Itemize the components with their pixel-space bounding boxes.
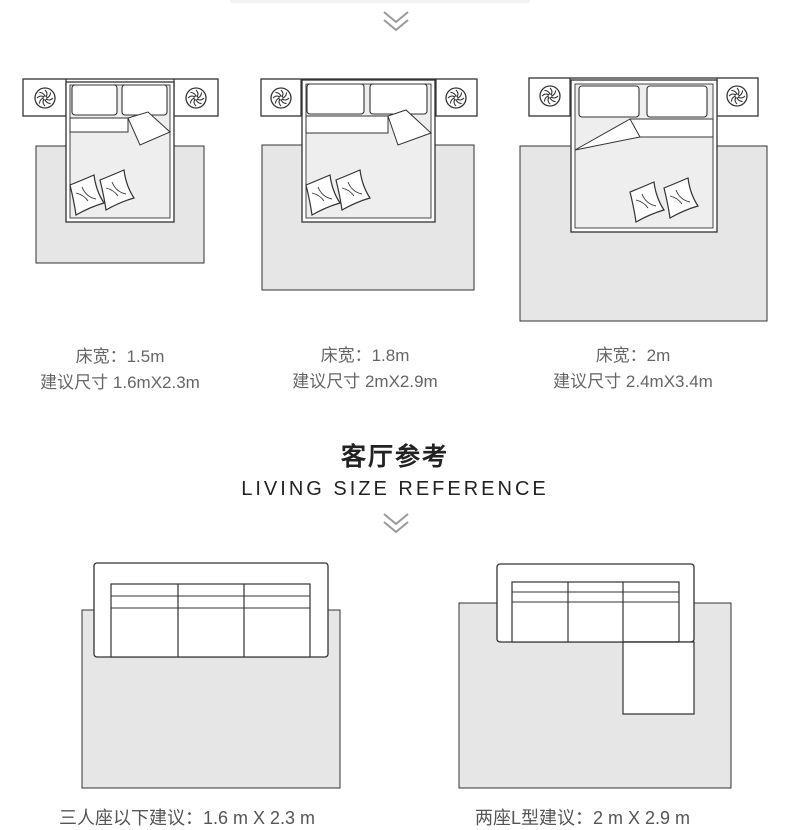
top-cropped-text bbox=[230, 0, 530, 3]
suggest-size-label: 建议尺寸 1.6mX2.3m bbox=[40, 373, 200, 392]
bed-2 bbox=[260, 78, 478, 291]
suggest-size-label: 建议尺寸 2.4mX3.4m bbox=[553, 372, 713, 391]
bedroom-illustrations bbox=[22, 77, 768, 322]
bed-caption-1: 床宽：1.5m 建议尺寸 1.6mX2.3m bbox=[30, 344, 210, 396]
bed-1 bbox=[22, 78, 219, 264]
sofa-l-shape bbox=[458, 563, 732, 789]
bed-width-label: 床宽：2m bbox=[595, 346, 671, 365]
chevron-down-icon bbox=[383, 513, 409, 534]
living-section-subtitle: LIVING SIZE REFERENCE bbox=[241, 478, 549, 500]
suggest-size-label: 建议尺寸 2mX2.9m bbox=[292, 372, 438, 391]
bed-caption-3: 床宽：2m 建议尺寸 2.4mX3.4m bbox=[538, 343, 728, 395]
chevron-down-icon bbox=[383, 11, 409, 32]
living-section-title: 客厅参考 bbox=[340, 443, 449, 471]
living-illustrations bbox=[81, 562, 732, 789]
bed-width-label: 床宽：1.5m bbox=[75, 347, 165, 366]
living-caption-1: 三人座以下建议：1.6 m X 2.3 m bbox=[59, 808, 316, 828]
sofa-three-seater bbox=[81, 562, 341, 789]
living-caption-2: 两座L型建议：2 m X 2.9 m bbox=[475, 808, 691, 828]
bed-3 bbox=[519, 77, 768, 322]
bed-width-label: 床宽：1.8m bbox=[320, 346, 410, 365]
bed-caption-2: 床宽：1.8m 建议尺寸 2mX2.9m bbox=[275, 343, 455, 395]
